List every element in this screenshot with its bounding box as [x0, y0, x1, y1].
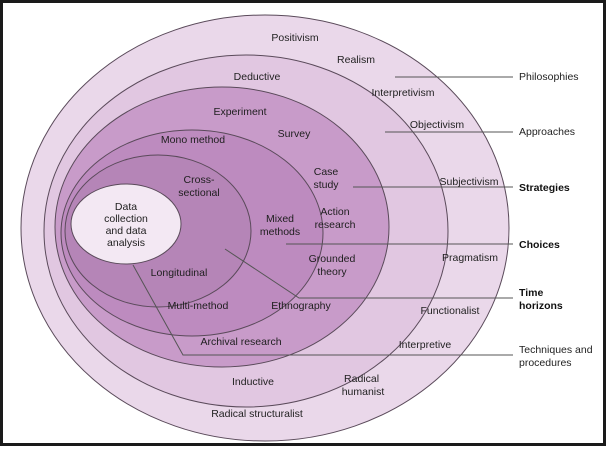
data-collection-core: [70, 183, 182, 265]
label-objectivism: Objectivism: [410, 119, 465, 131]
label-subjectivism: Subjectivism: [440, 176, 499, 188]
label-multi-method: Multi-method: [168, 300, 229, 312]
label-experiment: Experiment: [213, 106, 266, 118]
label-cross-sectional: Cross-sectional: [178, 174, 219, 199]
core-line-2: collection: [104, 213, 148, 225]
label-deductive: Deductive: [234, 71, 281, 83]
label-archival-research: Archival research: [200, 336, 281, 348]
legend-philosophies: Philosophies: [519, 71, 579, 83]
label-survey: Survey: [278, 128, 311, 140]
core-line-1: Data: [115, 201, 137, 213]
label-functionalist: Functionalist: [421, 305, 480, 317]
radical-humanist-text: Radical: [344, 373, 379, 385]
label-longitudinal: Longitudinal: [151, 267, 208, 279]
label-realism: Realism: [337, 54, 375, 66]
core-line-4: analysis: [107, 237, 145, 249]
label-positivism: Positivism: [271, 32, 319, 44]
legend-strategies: Strategies: [519, 182, 570, 194]
label-interpretive: Interpretive: [399, 339, 452, 351]
label-radical-humanist: Radical humanist: [342, 373, 385, 398]
label-inductive: Inductive: [232, 376, 274, 388]
label-radical-structuralist: Radical structuralist: [211, 408, 303, 420]
research-onion-diagram: Positivism Realism Interpretivism Object…: [20, 14, 593, 442]
legend-time-horizons-line1: Time: [519, 287, 543, 299]
label-interpretivism: Interpretivism: [371, 87, 434, 99]
leader-line-techniques: [132, 264, 513, 356]
legend-time-horizons-line2: horizons: [519, 300, 563, 312]
core-line-3: and data: [106, 225, 147, 237]
radical-humanist-text-line2: humanist: [342, 386, 385, 398]
legend-techniques-line2: procedures: [519, 357, 572, 369]
legend-approaches: Approaches: [519, 126, 575, 138]
legend-techniques-line1: Techniques and: [519, 344, 593, 356]
label-mono-method: Mono method: [161, 134, 225, 146]
legend-choices: Choices: [519, 239, 560, 251]
label-ethnography: Ethnography: [271, 300, 331, 312]
leader-line-time-horizons: [224, 248, 513, 299]
label-pragmatism: Pragmatism: [442, 252, 498, 264]
